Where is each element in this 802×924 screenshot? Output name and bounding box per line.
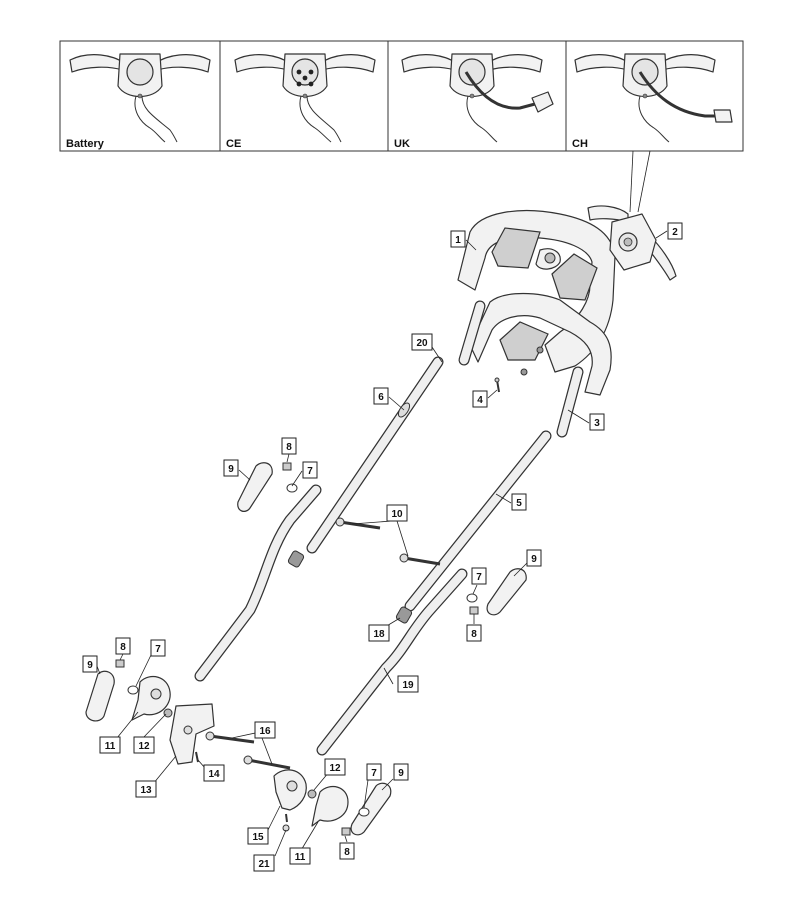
clamp-part-right <box>395 606 413 624</box>
callout-8c: 8 <box>120 642 126 653</box>
panel-pointer <box>629 150 651 213</box>
callout-7a: 7 <box>307 466 313 477</box>
callout-8b: 8 <box>471 629 477 640</box>
small-nut-part-left <box>163 708 173 718</box>
small-nut-part-right <box>307 789 317 799</box>
variant-label-uk: UK <box>394 138 410 150</box>
knob-part-lower-right <box>350 782 392 836</box>
callout-20: 20 <box>416 338 428 349</box>
callouts <box>96 230 668 857</box>
lower-mount-part-right <box>273 769 307 811</box>
variant-battery-illustration <box>69 53 211 143</box>
callout-16: 16 <box>259 726 271 737</box>
variant-label-ch: CH <box>572 138 588 150</box>
variant-label-battery: Battery <box>66 138 105 150</box>
callout-2: 2 <box>672 227 678 238</box>
callout-6: 6 <box>378 392 384 403</box>
variant-label-ce: CE <box>226 138 241 150</box>
variant-ce-illustration <box>234 53 376 143</box>
lower-screw-part <box>282 813 290 832</box>
clamp-part-left <box>287 550 305 568</box>
callout-9b: 9 <box>531 554 537 565</box>
upper-left-tube-part <box>458 300 486 366</box>
variant-ch-illustration <box>574 53 733 143</box>
callout-12a: 12 <box>138 741 150 752</box>
knob-part-lower-left <box>85 670 115 722</box>
lower-mount-part-left <box>169 703 215 765</box>
callout-5: 5 <box>516 498 522 509</box>
callout-18: 18 <box>373 629 385 640</box>
handle-frame-part <box>457 209 616 396</box>
nuts-part <box>115 462 479 836</box>
callout-19: 19 <box>402 680 414 691</box>
callout-15: 15 <box>252 832 264 843</box>
washers-part <box>127 483 478 817</box>
callout-21: 21 <box>258 859 270 870</box>
mount-screw-part <box>195 751 199 763</box>
callout-9a: 9 <box>228 464 234 475</box>
callout-7b: 7 <box>476 572 482 583</box>
callout-14: 14 <box>208 769 220 780</box>
callout-12b: 12 <box>329 763 341 774</box>
lever-bracket-part-left <box>131 675 171 721</box>
switch-box-part <box>587 205 677 281</box>
callout-4: 4 <box>477 395 483 406</box>
callout-9c: 9 <box>87 660 93 671</box>
lever-bracket-part-right <box>311 785 349 827</box>
callout-3: 3 <box>594 418 600 429</box>
callout-9d: 9 <box>398 768 404 779</box>
left-lower-tube-part <box>194 484 322 682</box>
callout-labels: 1 2 3 4 5 6 7 7 7 7 8 8 8 8 9 9 9 <box>82 222 683 872</box>
callout-1: 1 <box>455 235 461 246</box>
callout-13: 13 <box>140 785 152 796</box>
callout-10: 10 <box>391 509 403 520</box>
callout-7d: 7 <box>371 768 377 779</box>
callout-11a: 11 <box>105 741 116 752</box>
screw-part <box>494 377 500 393</box>
bolts-part <box>335 517 441 566</box>
callout-8d: 8 <box>344 847 350 858</box>
variant-uk-illustration <box>401 53 554 143</box>
right-short-tube-part <box>556 366 584 438</box>
callout-11b: 11 <box>295 852 306 863</box>
knob-part-upper-right <box>486 568 527 616</box>
right-long-tube-part <box>404 430 552 612</box>
callout-8a: 8 <box>286 442 292 453</box>
callout-7c: 7 <box>155 644 161 655</box>
right-lower-tube-part <box>316 568 468 756</box>
knob-part-upper-left <box>237 462 273 512</box>
long-bolts-part <box>205 731 291 770</box>
